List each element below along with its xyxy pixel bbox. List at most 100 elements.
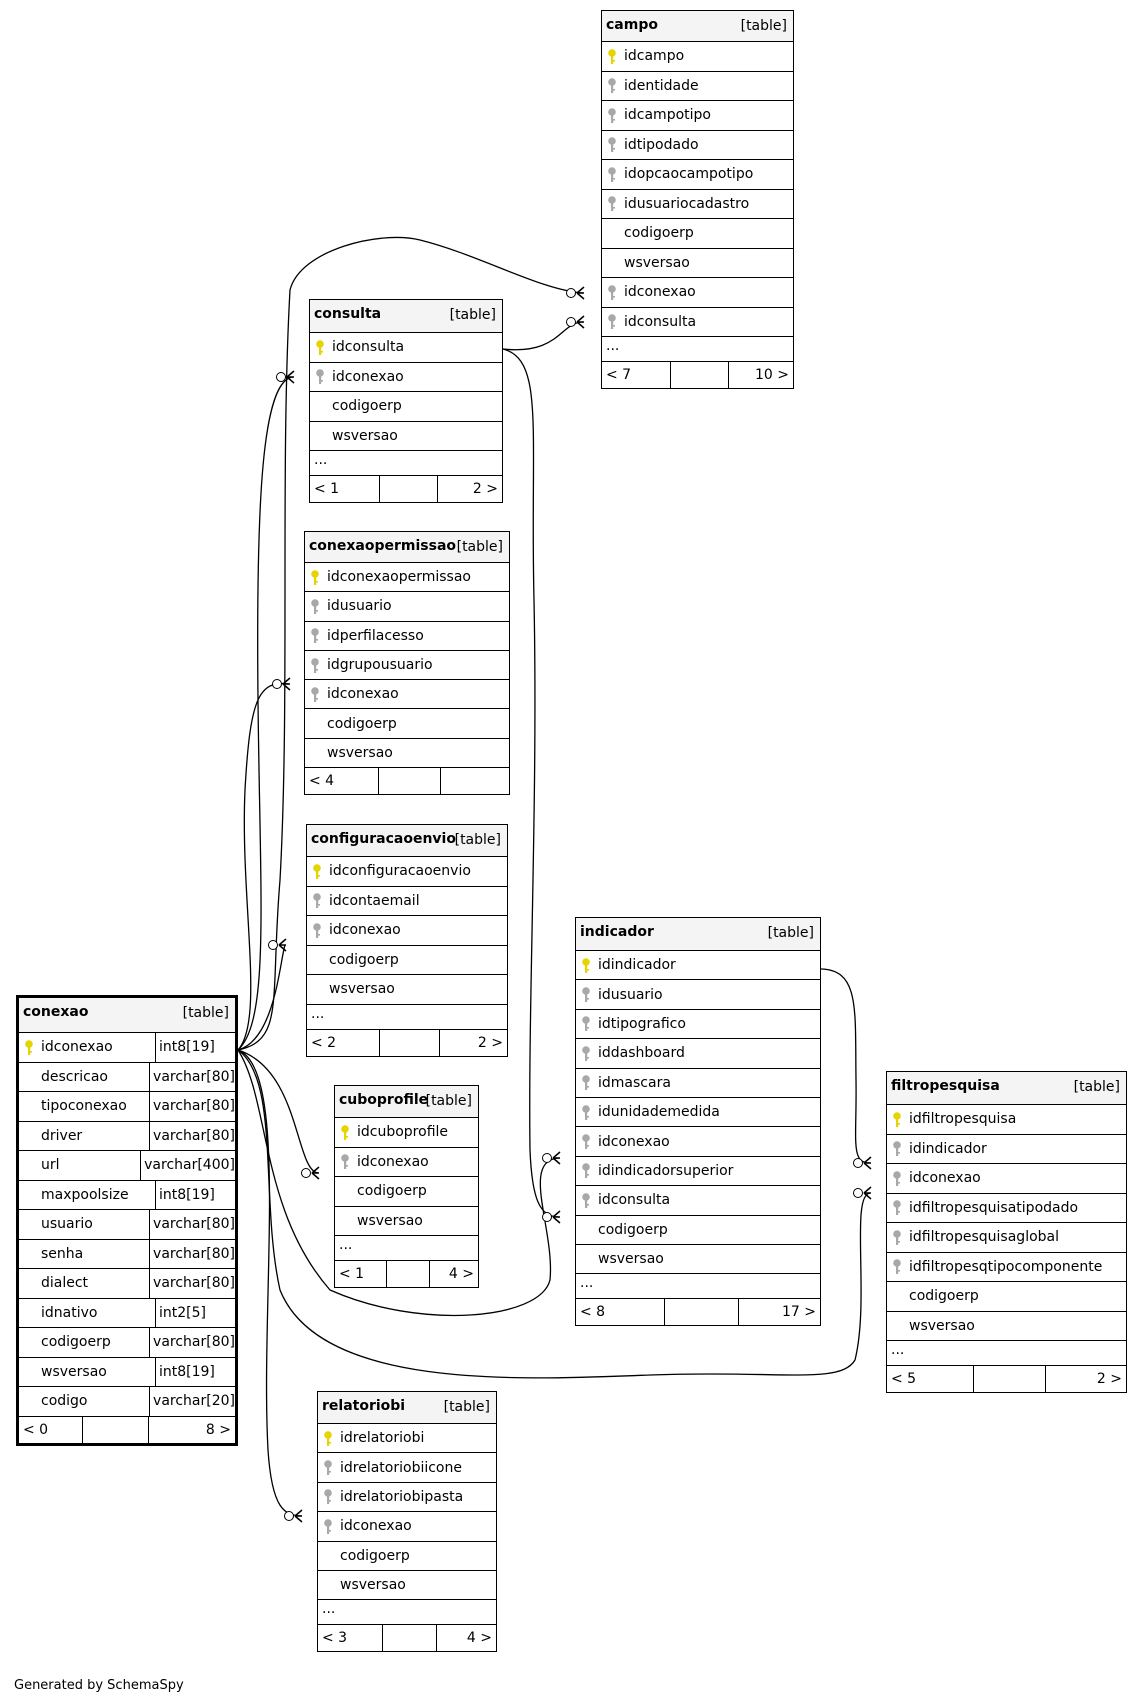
parents-count[interactable]: < 3 [318,1625,383,1652]
column-row[interactable]: idconexao [305,680,509,710]
column-row[interactable]: wsversao [887,1312,1126,1341]
column-row[interactable]: wsversao [305,739,509,769]
column-row[interactable]: wsversao [602,249,793,278]
column-row[interactable]: identidade [602,72,793,101]
parents-count[interactable]: < 1 [310,476,380,502]
column-row[interactable]: idconexao [576,1127,820,1157]
children-count[interactable]: 17 > [782,1304,816,1321]
column-row[interactable]: idunidademedida [576,1098,820,1128]
column-row[interactable]: wsversao [576,1245,820,1275]
children-count[interactable] [441,768,509,794]
children-count[interactable]: 8 > [205,1421,231,1438]
column-row[interactable]: idgrupousuario [305,651,509,681]
column-row[interactable]: idconexao [307,916,507,946]
column-row[interactable]: idindicador [576,951,820,981]
column-row[interactable]: idconexaopermissao [305,563,509,593]
parents-count[interactable]: < 2 [307,1029,380,1056]
column-row[interactable]: wsversao [310,422,502,451]
column-row[interactable]: idrelatoriobipasta [318,1483,496,1513]
children-count[interactable]: 4 > [448,1266,474,1282]
column-row[interactable]: codigoerp [602,219,793,249]
children-count[interactable]: 4 > [466,1630,492,1647]
parents-count[interactable]: < 4 [305,768,379,795]
column-row[interactable]: idusuariocadastro [602,190,793,219]
column-row[interactable]: idconexao [887,1164,1126,1194]
children-count[interactable]: 10 > [755,367,789,383]
column-row[interactable]: idconfiguracaoenvio [307,857,507,887]
column-row[interactable]: idtipografico [576,1010,820,1040]
table-configuracaoenvio[interactable]: configuracaoenvio[table]idconfiguracaoen… [306,824,508,1057]
table-footer: < 2 2 > [307,1029,507,1056]
column-row[interactable]: wsversao [318,1571,496,1601]
column-row[interactable]: codigoerp [887,1282,1126,1312]
column-row[interactable]: idopcaocampotipo [602,160,793,190]
column-row[interactable]: idtipodado [602,131,793,160]
column-row[interactable]: idconexao [335,1148,478,1177]
column-row[interactable]: codigoerp [335,1177,478,1207]
column-row[interactable]: idusuario [305,592,509,622]
children-count[interactable]: 2 > [477,1034,503,1051]
children-count[interactable]: 2 > [1096,1371,1122,1387]
column-row[interactable]: idrelatoriobiicone [318,1453,496,1483]
column-row[interactable]: idconsulta [576,1186,820,1216]
column-row[interactable]: idconexao [602,278,793,308]
column-row[interactable]: idconsulta [310,333,502,363]
parents-count[interactable]: < 1 [335,1261,387,1287]
column-row[interactable]: codigoerp [305,709,509,739]
no-key-slot [19,1062,41,1091]
column-row[interactable]: idrelatoriobi [318,1424,496,1454]
column-row[interactable]: idfiltropesquisatipodado [887,1194,1126,1223]
column-row[interactable]: wsversao [335,1207,478,1236]
parents-count[interactable]: < 8 [576,1299,665,1326]
column-row[interactable]: idindicadorsuperior [576,1156,820,1187]
optional-marker [853,1188,863,1198]
column-row[interactable]: idusuario [576,980,820,1010]
column-row[interactable]: idmascara [576,1069,820,1098]
column-row[interactable]: idcontaemail [307,887,507,916]
column-row[interactable]: idcampo [602,42,793,72]
column-row[interactable]: idfiltropesquisa [887,1105,1126,1135]
column-row[interactable]: idindicador [887,1135,1126,1164]
column-row[interactable]: idfiltropesquisaglobal [887,1223,1126,1253]
column-row[interactable]: codigoerp [310,392,502,422]
column-row[interactable]: idcampotipo [602,101,793,131]
foreign-key-icon [576,1156,598,1185]
no-key-slot [307,945,329,974]
column-row[interactable]: wsversao [307,975,507,1005]
table-conexaopermissao[interactable]: conexaopermissao[table]idconexaopermissa… [304,531,510,796]
column-row[interactable]: idconexao [318,1512,496,1542]
column-row[interactable]: iddashboard [576,1039,820,1069]
column-row[interactable]: codigoerp [576,1216,820,1245]
column-row[interactable]: idfiltropesqtipocomponente [887,1253,1126,1282]
parents-count[interactable]: < 5 [887,1366,974,1392]
column-row[interactable]: idperfilacesso [305,622,509,651]
column-row[interactable]: codigoerp [318,1542,496,1571]
children-count[interactable]: 2 > [472,481,498,497]
column-row[interactable]: idconsulta [602,308,793,337]
column-row[interactable]: codigoerp [307,945,507,975]
parents-count[interactable]: < 7 [602,362,671,388]
column-row[interactable]: idconexao [310,363,502,392]
column-row[interactable]: idcuboprofile [335,1118,478,1148]
parents-count[interactable]: < 0 [19,1416,83,1443]
